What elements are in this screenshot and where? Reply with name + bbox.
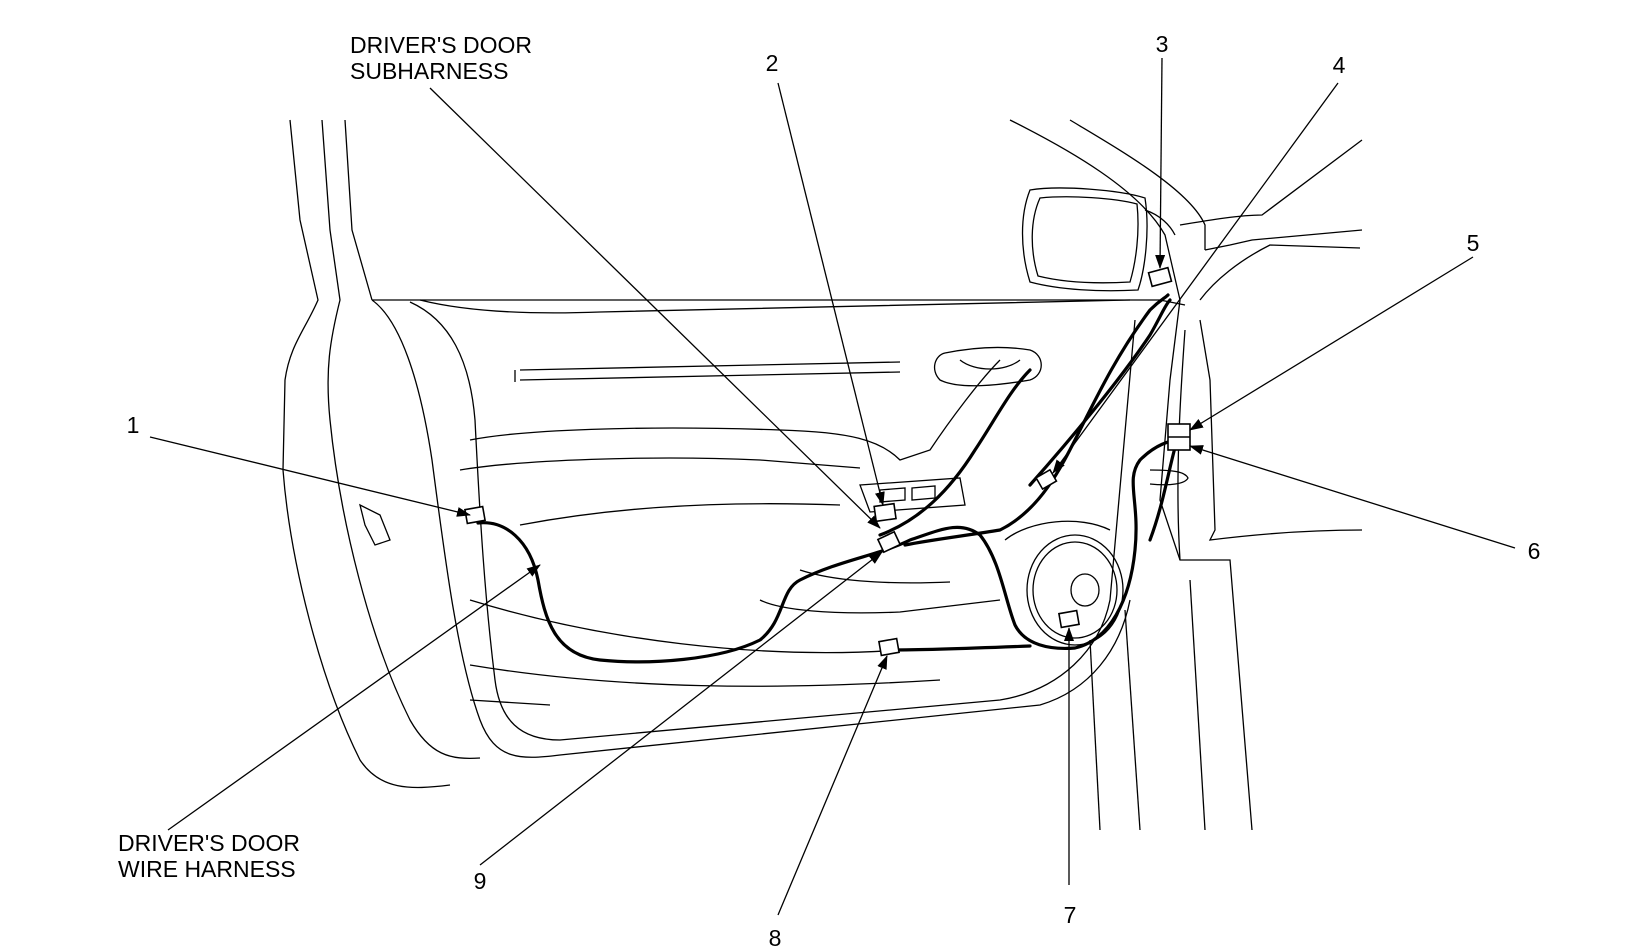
callout-4: 4 xyxy=(1332,52,1346,78)
wire-harness-lines xyxy=(476,293,1182,664)
leader-9 xyxy=(479,551,883,866)
callout-5: 5 xyxy=(1466,230,1480,256)
leader-2 xyxy=(777,82,885,506)
connector-2 xyxy=(873,502,897,523)
leader-wire-harness xyxy=(167,564,541,831)
leader-5 xyxy=(1189,256,1474,431)
connectors xyxy=(463,266,1191,657)
connector-9 xyxy=(876,530,902,554)
leader-lines xyxy=(149,57,1516,916)
connector-4 xyxy=(1034,468,1058,491)
subharness-label-line2: SUBHARNESS xyxy=(350,58,509,84)
door-frame-outline xyxy=(282,119,1363,831)
leader-subharness xyxy=(429,87,881,529)
callout-3: 3 xyxy=(1155,31,1169,57)
leader-8 xyxy=(777,655,888,916)
callout-2: 2 xyxy=(765,50,779,76)
wire-harness-label-line2: WIRE HARNESS xyxy=(118,856,296,882)
callout-1: 1 xyxy=(126,412,140,438)
wire-harness-label-line1: DRIVER'S DOOR xyxy=(118,830,301,856)
callout-6: 6 xyxy=(1527,538,1541,564)
connector-7 xyxy=(1057,609,1081,629)
subharness-label-line1: DRIVER'S DOOR xyxy=(350,32,533,58)
connector-8 xyxy=(877,637,901,657)
leader-6 xyxy=(1189,445,1516,549)
callout-8: 8 xyxy=(768,925,782,951)
leader-4 xyxy=(1052,82,1339,474)
callout-9: 9 xyxy=(473,868,487,894)
connector-5-6 xyxy=(1167,423,1191,451)
callout-7: 7 xyxy=(1063,902,1077,928)
leader-3 xyxy=(1155,57,1166,269)
connector-3 xyxy=(1147,266,1173,288)
leader-1 xyxy=(149,436,471,517)
